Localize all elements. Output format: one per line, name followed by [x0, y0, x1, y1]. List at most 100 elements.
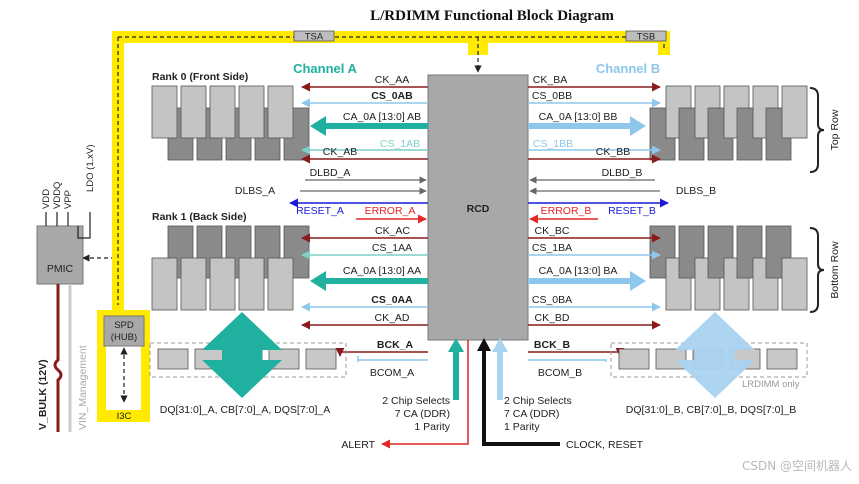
bottom-row-label: Bottom Row [829, 241, 841, 299]
v-bulk-line [53, 284, 63, 432]
dram-chip-front [781, 85, 808, 139]
pmic-label: PMIC [47, 263, 74, 275]
ca-input-a-arrow [448, 338, 464, 352]
data-buffer-b [655, 348, 687, 370]
sig-ck-bc: CK_BC [534, 225, 569, 237]
clock-reset-arrowhead [477, 338, 491, 351]
sig-dlbd-a: DLBD_A [310, 167, 351, 179]
vin-mgmt-label: VIN_Management [77, 345, 89, 430]
sig-ck-aa: CK_AA [375, 74, 409, 86]
dram-chip-front [781, 257, 808, 311]
sig-ca-0a-bb: CA_0A [13:0] BB [539, 111, 618, 123]
ca-input-b-arrow [492, 338, 508, 352]
rank1-label: Rank 1 (Back Side) [152, 211, 247, 223]
sig-cs-0ba: CS_0BA [532, 294, 572, 306]
sig-dlbs-b: DLBS_B [676, 185, 716, 197]
sig-dlbd-b: DLBD_B [602, 167, 643, 179]
inputs-b-line3: 1 Parity [504, 421, 540, 433]
sig-ca-0a-aa: CA_0A [13:0] AA [343, 265, 421, 277]
sig-reset-a: RESET_A [296, 205, 344, 217]
sig-bck-b: BCK_B [534, 339, 571, 351]
channel-a-label: Channel A [293, 61, 357, 76]
dram-chip-front [238, 85, 265, 139]
top-row-label: Top Row [829, 109, 841, 150]
sig-ck-ac: CK_AC [375, 225, 410, 237]
dq-b-label: DQ[31:0]_B, CB[7:0]_B, DQS[7:0]_B [626, 404, 796, 416]
sig-ck-bb: CK_BB [596, 146, 630, 158]
data-buffer-b [618, 348, 650, 370]
i3c-label: I3C [117, 411, 132, 422]
tsb-sensor [625, 30, 667, 42]
sig-ck-ba: CK_BA [533, 74, 567, 86]
bottom-row-bracket [809, 227, 825, 313]
dram-chip-front [151, 257, 178, 311]
ldo-label: LDO (1.xV) [85, 144, 96, 192]
sig-cs-1aa: CS_1AA [372, 242, 412, 254]
rcd-label: RCD [467, 203, 490, 215]
vdd-label: VDD [41, 189, 52, 209]
top-row-bracket [809, 87, 825, 173]
rank0-label: Rank 0 (Front Side) [152, 71, 248, 83]
alert-line [381, 340, 469, 449]
sig-reset-b: RESET_B [608, 205, 656, 217]
dq-b-bidirectional-arrow [675, 312, 755, 398]
dram-chip-front [238, 257, 265, 311]
lrdimm-only-label: LRDIMM only [742, 379, 800, 390]
sig-ca-0a-ba: CA_0A [13:0] BA [539, 265, 618, 277]
dram-chips [151, 85, 808, 311]
inputs-a-line3: 1 Parity [414, 421, 450, 433]
sig-bck-a: BCK_A [377, 339, 414, 351]
clock-reset-line [482, 346, 560, 446]
sig-cs-0bb: CS_0BB [532, 90, 572, 102]
alert-label: ALERT [341, 439, 375, 451]
dram-chip-front [151, 85, 178, 139]
sig-bcom-a: BCOM_A [370, 367, 414, 379]
dram-chip-front [180, 85, 207, 139]
spd-label-2: (HUB) [111, 332, 137, 343]
sig-ck-ab: CK_AB [323, 146, 357, 158]
yellow-i3c-bus [97, 31, 670, 422]
tsa-sensor [293, 30, 335, 42]
sig-cs-1ba: CS_1BA [532, 242, 572, 254]
inputs-b-line2: 7 CA (DDR) [504, 408, 559, 420]
sig-cs-0ab: CS_0AB [371, 90, 413, 102]
inputs-b-line1: 2 Chip Selects [504, 395, 572, 407]
sig-cs-1bb: CS_1BB [533, 138, 573, 150]
sig-error-a: ERROR_A [365, 205, 416, 217]
channel-a-signals: CK_AA CS_0AB CA_0A [13:0] AB CS_1AB CK_A… [235, 74, 428, 379]
sig-ck-bd: CK_BD [534, 312, 569, 324]
dram-chip-front [209, 85, 236, 139]
vddq-label: VDDQ [52, 182, 63, 209]
sig-cs-1ab: CS_1AB [380, 138, 420, 150]
vpp-label: VPP [63, 190, 74, 209]
data-buffer-a [305, 348, 337, 370]
inputs-a-line1: 2 Chip Selects [382, 395, 450, 407]
clock-reset-label: CLOCK, RESET [566, 439, 644, 451]
rcd-block [427, 74, 529, 341]
sig-bcom-b: BCOM_B [538, 367, 582, 379]
inputs-a-line2: 7 CA (DDR) [395, 408, 450, 420]
sig-cs-0aa: CS_0AA [371, 294, 413, 306]
dq-a-label: DQ[31:0]_A, CB[7:0]_A, DQS[7:0]_A [160, 404, 330, 416]
channel-b-signals: CK_BA CS_0BB CA_0A [13:0] BB CS_1BB CK_B… [528, 74, 716, 379]
v-bulk-label: V_BULK (12V) [37, 359, 49, 430]
tsb-label: TSB [637, 32, 655, 43]
sig-ck-ad: CK_AD [374, 312, 409, 324]
data-buffer-a [157, 348, 189, 370]
watermark: CSDN @空间机器人 [742, 459, 852, 473]
spd-label-1: SPD [114, 320, 134, 331]
sig-dlbs-a: DLBS_A [235, 185, 275, 197]
dram-chip-front [267, 85, 294, 139]
channel-b-label: Channel B [596, 61, 660, 76]
pmic-block [36, 225, 84, 285]
dram-chip-front [267, 257, 294, 311]
tsa-label: TSA [305, 32, 324, 43]
diagram-title: L/RDIMM Functional Block Diagram [370, 8, 614, 24]
dram-chip-front [209, 257, 236, 311]
data-buffer-b [766, 348, 798, 370]
dram-chip-front [180, 257, 207, 311]
sig-error-b: ERROR_B [541, 205, 592, 217]
spd-hub-block [103, 315, 145, 347]
